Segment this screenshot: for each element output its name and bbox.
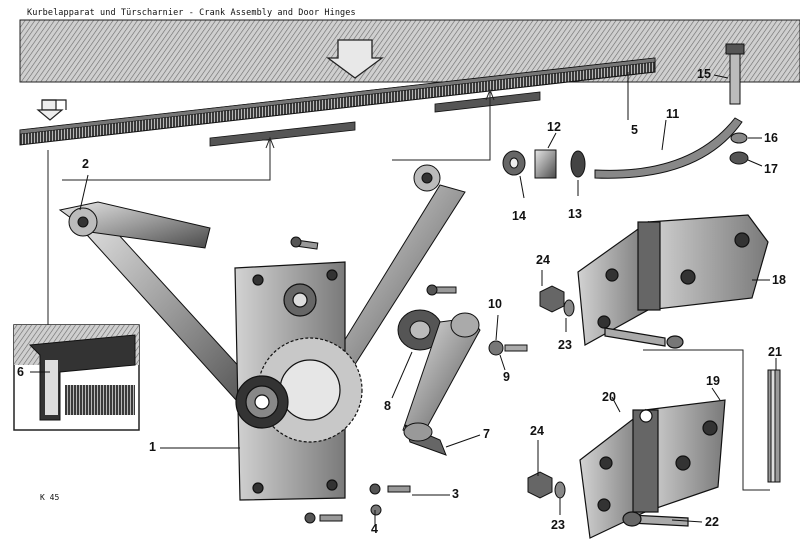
callout-11: 11 (666, 107, 680, 121)
callout-19: 19 (706, 374, 720, 388)
crank-washer-screw (488, 340, 528, 356)
callout-21: 21 (768, 345, 782, 359)
hinge-nuts-washers (527, 285, 575, 499)
callout-12: 12 (547, 120, 561, 134)
callout-18: 18 (772, 273, 786, 287)
callout-23-lower: 23 (551, 518, 565, 532)
callout-3: 3 (452, 487, 459, 501)
callout-9: 9 (503, 370, 510, 384)
callout-8: 8 (384, 399, 391, 413)
callout-10: 10 (488, 297, 502, 311)
callout-7: 7 (483, 427, 490, 441)
upper-door-hinge (577, 214, 769, 349)
assembly-guide-lines (47, 88, 770, 491)
callout-13: 13 (568, 207, 582, 221)
callout-5: 5 (631, 123, 638, 137)
lower-door-hinge (579, 399, 726, 539)
mounting-screws (290, 236, 457, 524)
callout-6: 6 (17, 365, 24, 379)
callout-1: 1 (149, 440, 156, 454)
callout-17: 17 (764, 162, 778, 176)
callout-24-lower: 24 (530, 424, 544, 438)
figure-reference: K 45 (40, 493, 60, 502)
callout-4: 4 (371, 522, 378, 536)
callout-14: 14 (512, 209, 526, 223)
callout-24-upper: 24 (536, 253, 550, 267)
insert-arrow-icon (36, 99, 67, 121)
regulator-base-plate (234, 261, 363, 501)
callout-16: 16 (764, 131, 778, 145)
window-channel-rail (19, 57, 656, 147)
hinge-pin (767, 369, 781, 483)
callout-22: 22 (705, 515, 719, 529)
door-stop-rod (502, 43, 749, 179)
crank-handle (397, 309, 481, 456)
callout-20: 20 (602, 390, 616, 404)
callout-leader-lines (30, 72, 777, 524)
down-arrow-icon (326, 39, 384, 79)
callout-15: 15 (697, 67, 711, 81)
callout-2: 2 (82, 157, 89, 171)
diagram-title: Kurbelapparat und Türscharnier - Crank A… (27, 8, 356, 18)
rubber-seal-detail-inset (13, 324, 140, 431)
callout-23-upper: 23 (558, 338, 572, 352)
window-glass (19, 19, 800, 83)
